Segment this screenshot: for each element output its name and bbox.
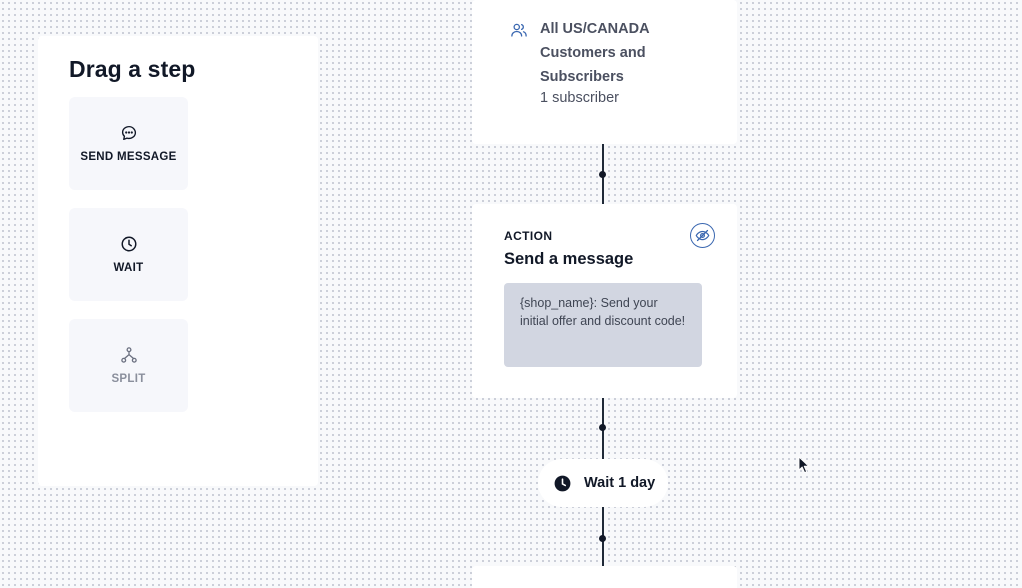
clock-icon [121, 236, 136, 252]
audience-card[interactable]: All US/CANADA Customers and Subscribers … [472, 0, 737, 144]
step-tile-label: SEND MESSAGE [80, 151, 177, 163]
step-palette: Drag a step SEND MESSAGE WAIT SPLIT [38, 36, 318, 486]
next-step-card[interactable] [472, 566, 737, 588]
step-tile-split[interactable]: SPLIT [69, 319, 188, 412]
flow-connector-dot [599, 424, 606, 431]
action-card[interactable]: ACTION Send a message {shop_name}: Send … [472, 204, 737, 398]
step-tile-label: SPLIT [111, 373, 146, 385]
step-tile-send-message[interactable]: SEND MESSAGE [69, 97, 188, 190]
step-tile-wait[interactable]: WAIT [69, 208, 188, 301]
chat-bubble-icon [121, 125, 136, 141]
mouse-cursor-icon [798, 456, 810, 474]
users-icon [511, 23, 527, 37]
flow-connector-dot [599, 171, 606, 178]
split-icon [120, 347, 137, 363]
flow-connector-dot [599, 535, 606, 542]
eye-off-icon [695, 229, 710, 242]
visibility-toggle-button[interactable] [690, 223, 715, 248]
wait-step-pill[interactable]: Wait 1 day [538, 459, 668, 507]
subscriber-count: 1 subscriber [540, 90, 619, 106]
audience-title: All US/CANADA Customers and Subscribers [540, 21, 650, 85]
clock-icon [554, 475, 571, 491]
step-tile-label: WAIT [113, 262, 144, 274]
action-label: ACTION [504, 229, 553, 243]
message-preview[interactable]: {shop_name}: Send your initial offer and… [504, 283, 702, 367]
palette-title: Drag a step [69, 56, 196, 82]
action-title: Send a message [504, 250, 634, 268]
wait-label: Wait 1 day [584, 475, 656, 491]
